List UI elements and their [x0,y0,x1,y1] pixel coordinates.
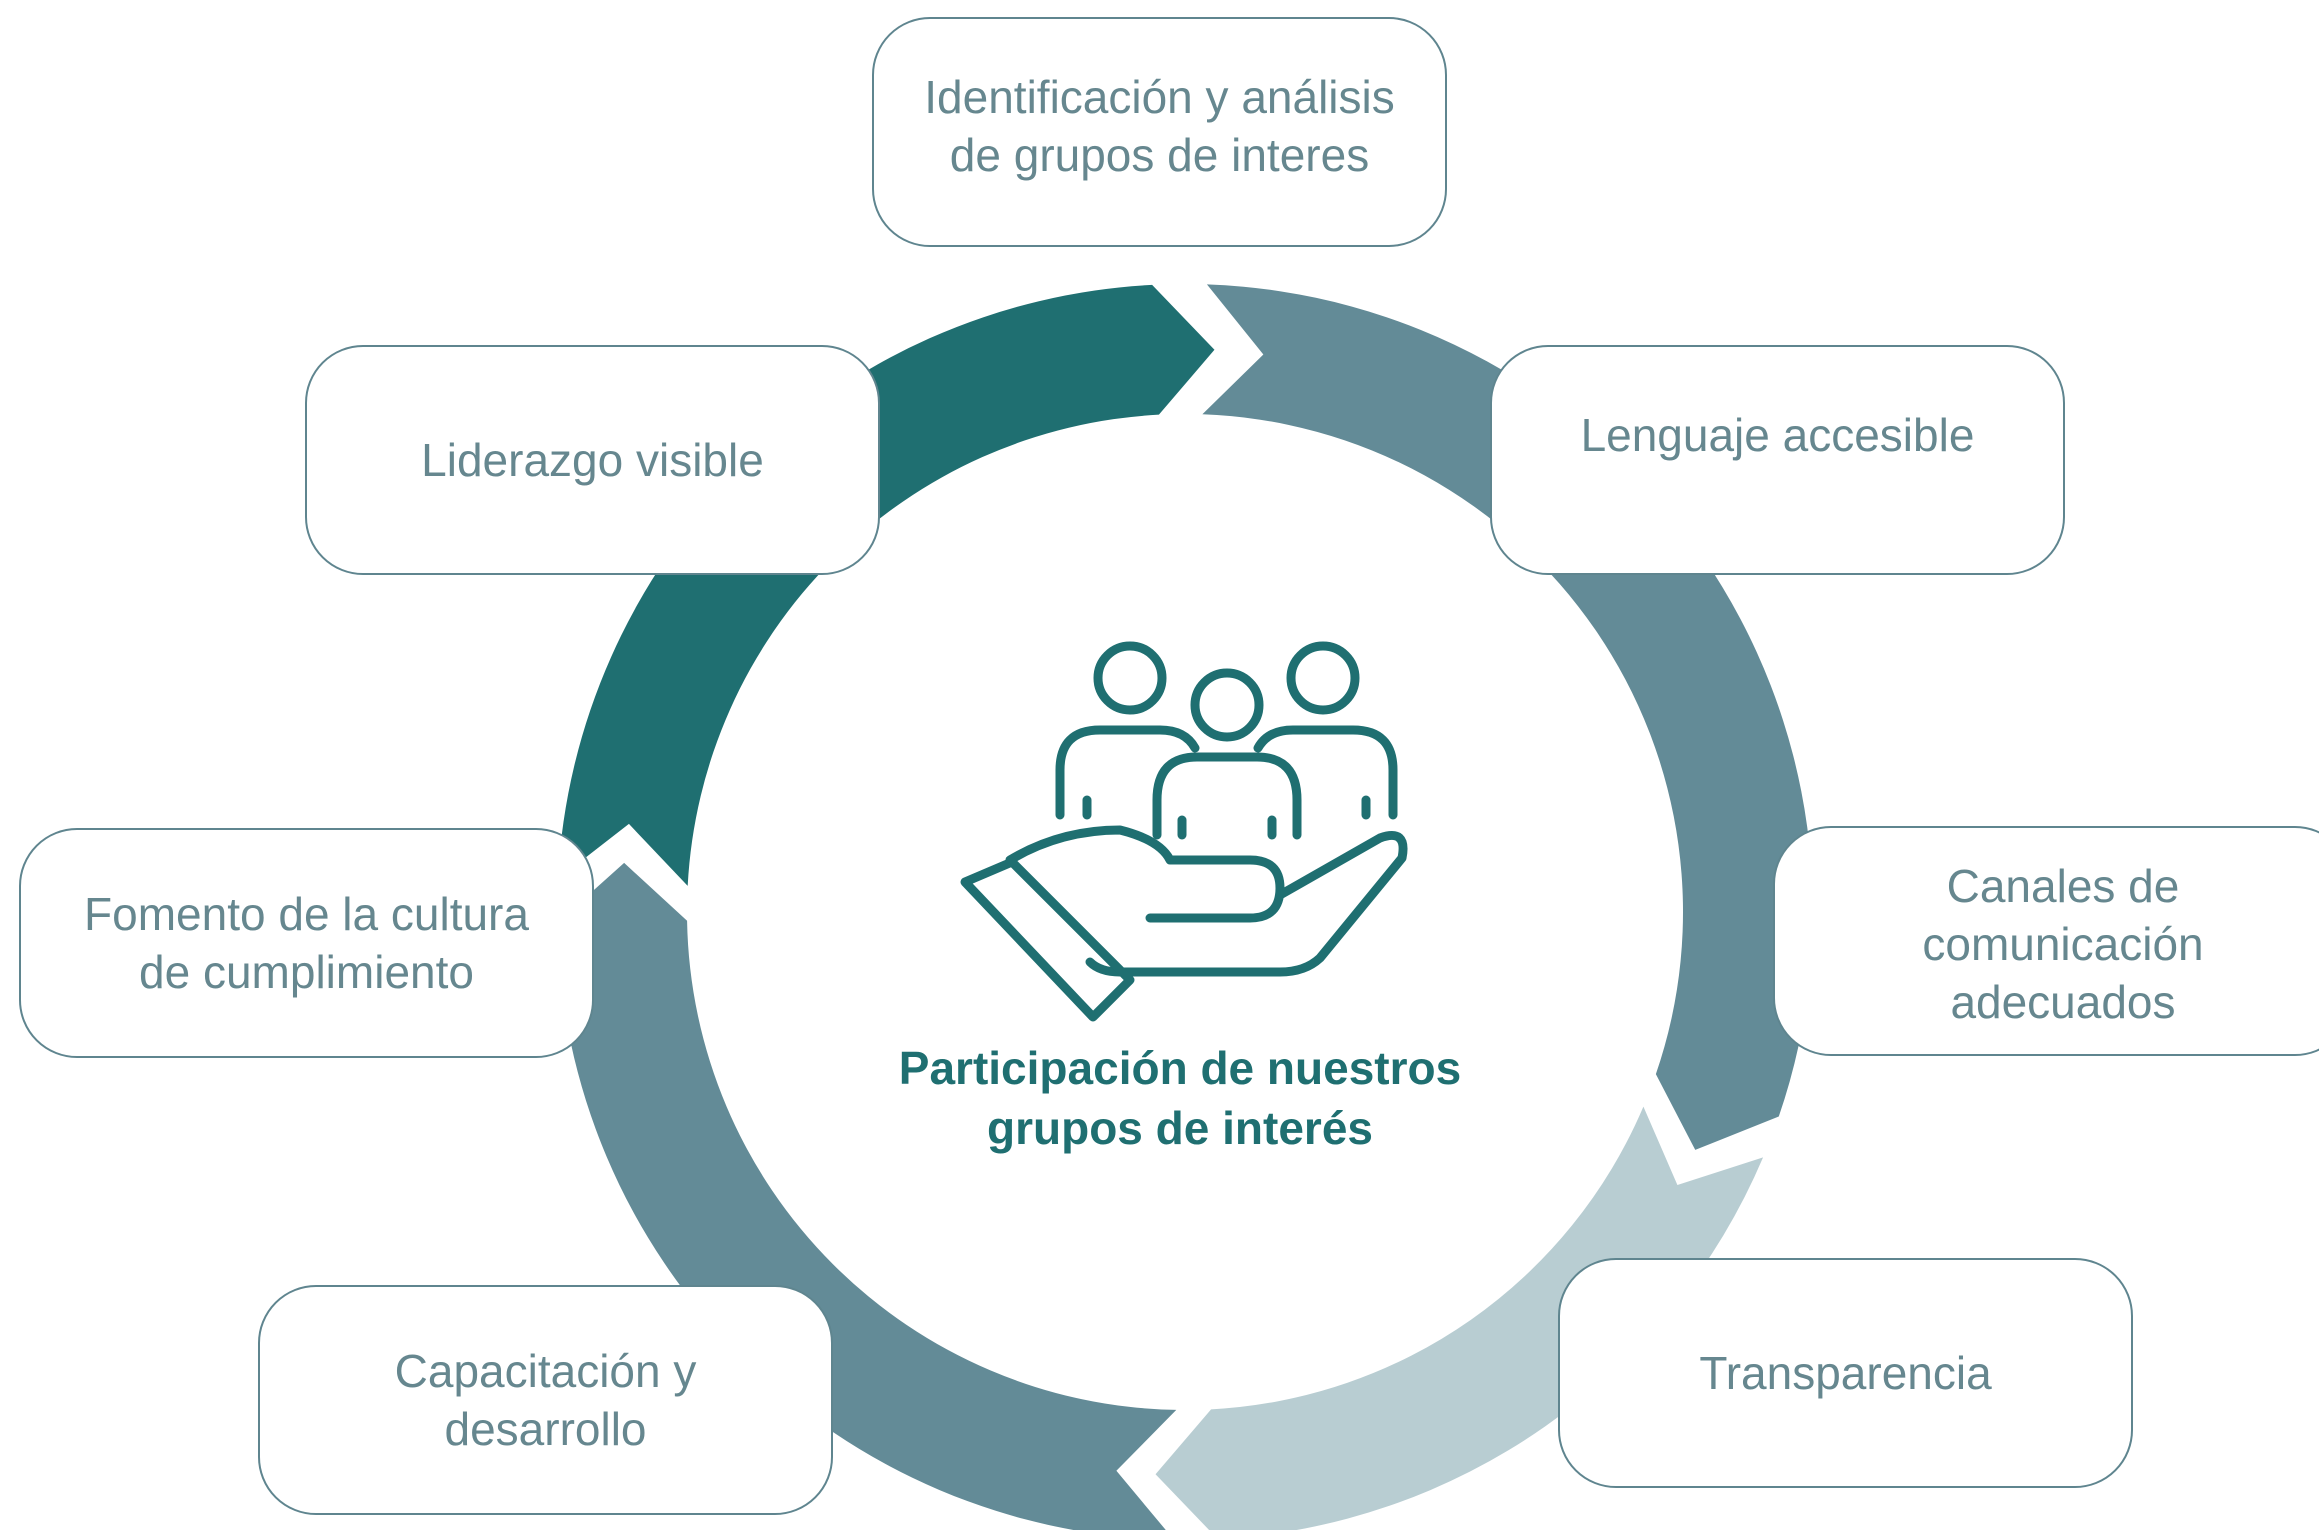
center-title: Participación de nuestros grupos de inte… [898,1042,1462,1154]
ring-segment-top-left [557,284,1215,886]
ring-segment-bottom-right [1155,1106,1764,1530]
step-fomento-box: Fomento de la cultura de cumplimiento [19,828,594,1058]
ring-segment-bottom-left [557,862,1177,1530]
step-capacitacion-box: Capacitación y desarrollo [258,1285,833,1515]
step-liderazgo-box: Liderazgo visible [305,345,880,575]
people-in-hand-icon [960,641,1408,1022]
step-transparencia-box: Transparencia [1558,1258,2133,1488]
step-canales-box: Canales de comunicación adecuados [1773,826,2319,1056]
step-identificacion-box: Identificación y análisis de grupos de i… [872,17,1447,247]
step-lenguaje-box: Lenguaje accesible [1490,345,2065,575]
